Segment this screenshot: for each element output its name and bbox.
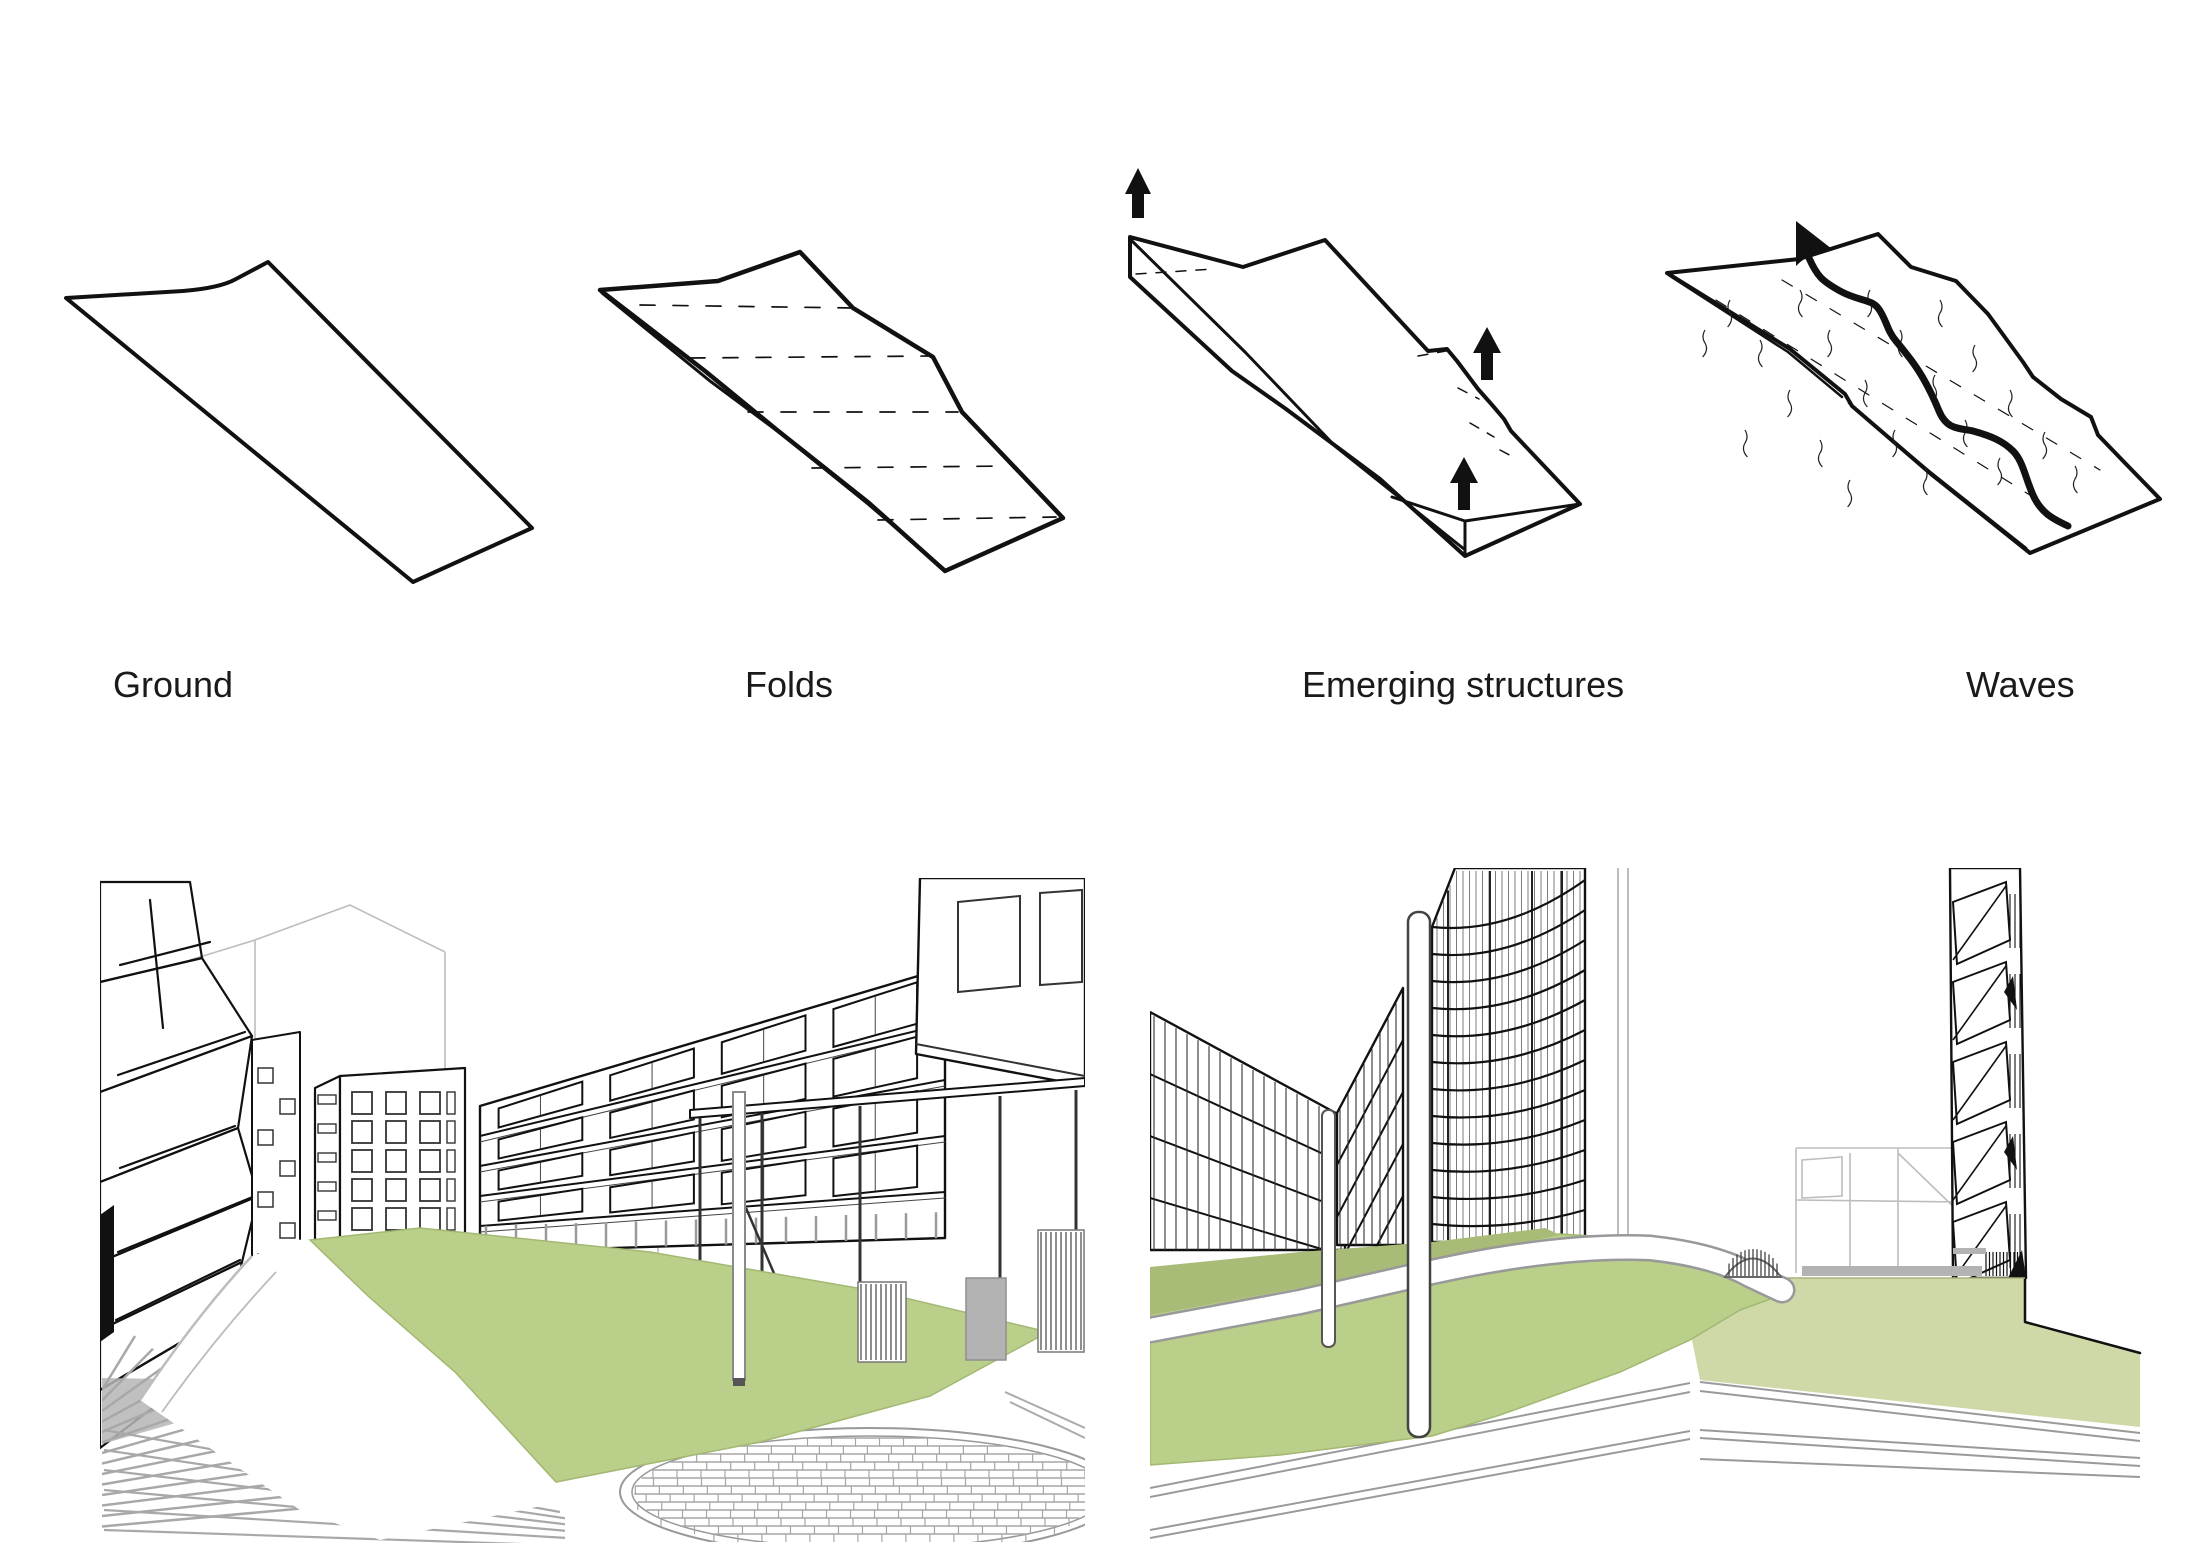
step-label-waves: Waves xyxy=(1966,664,2075,705)
olive-green-band xyxy=(1150,1228,1560,1315)
fold-dashed-lines xyxy=(639,304,1057,521)
step-label-emerging-structures: Emerging structures xyxy=(1302,664,1625,705)
central-tower xyxy=(1430,868,1587,1244)
circular-paving-hatch xyxy=(619,1427,1085,1542)
road-lines xyxy=(1150,1381,2141,1539)
rendering-towers-view xyxy=(1150,868,2142,1539)
white-path xyxy=(1150,1234,1796,1344)
step-label-folds: Folds xyxy=(745,664,834,705)
folded-plane-drawing xyxy=(597,249,1066,574)
right-angular-tower xyxy=(1948,868,2028,1286)
up-arrow-icon xyxy=(1450,457,1478,510)
background-glass-edge xyxy=(1617,868,1629,1248)
ground-plane-drawing xyxy=(64,260,534,584)
rendering-street-view xyxy=(100,878,1085,1543)
background-wall-bar xyxy=(1802,1266,1982,1276)
left-grid-slab xyxy=(1335,986,1405,1322)
white-ramp xyxy=(138,1238,560,1540)
emerging-plane-drawing xyxy=(1125,168,1582,558)
left-grid-building xyxy=(1150,1010,1347,1257)
up-arrow-icon xyxy=(1473,327,1501,380)
slatted-gate xyxy=(857,1229,1085,1363)
surface-texture xyxy=(1702,289,2078,508)
light-pole xyxy=(1321,1109,1336,1348)
background-outline-building xyxy=(1795,1147,1963,1273)
wave-arrow-icon xyxy=(1796,221,1832,266)
step-label-ground: Ground xyxy=(113,664,234,705)
canopy-structure xyxy=(689,1077,1085,1300)
underpass-arch xyxy=(1722,1249,1784,1278)
light-pole xyxy=(732,1091,746,1386)
waves-plane-drawing xyxy=(1665,221,2162,555)
road-lines xyxy=(1004,1391,1085,1439)
building-shadow-sliver xyxy=(100,1205,114,1342)
light-pole xyxy=(1406,910,1432,1439)
overhead-slab-building xyxy=(914,878,1085,1088)
up-arrow-icon xyxy=(1125,168,1151,218)
